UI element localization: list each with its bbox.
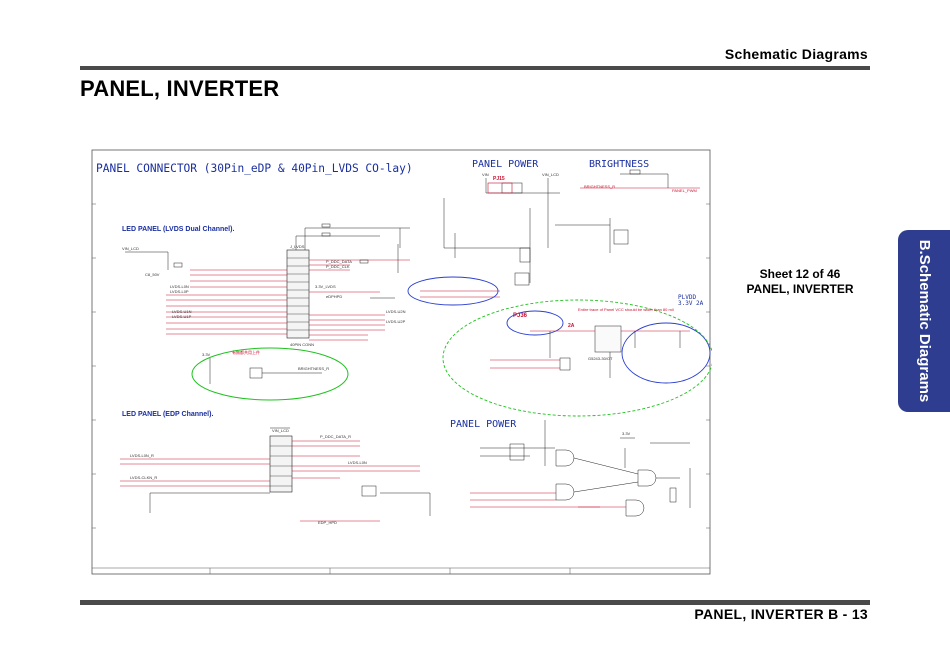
- label-vin-lcd: VIN_LCD: [542, 172, 559, 177]
- svg-text:VIN_LCD: VIN_LCD: [122, 246, 139, 251]
- svg-text:LVDS-L0P: LVDS-L0P: [170, 289, 189, 294]
- sheet-number: Sheet 12 of 46: [759, 267, 841, 281]
- svg-text:P_DDC_CLK: P_DDC_CLK: [326, 264, 350, 269]
- svg-text:3.3V: 3.3V: [202, 352, 211, 357]
- lvds-connector: [286, 249, 310, 339]
- label-regulator: G5243-30/OT: [588, 356, 613, 361]
- blue-oval-2: [506, 310, 564, 336]
- svg-text:J_LVDS: J_LVDS: [290, 244, 305, 249]
- label-pj15: PJ15: [493, 176, 505, 182]
- blue-oval-3: [621, 322, 711, 384]
- svg-text:LVDS-L0N: LVDS-L0N: [348, 460, 367, 465]
- panel-power-top: [443, 178, 560, 286]
- sheet-info: Sheet 12 of 46 PANEL, INVERTER: [730, 267, 870, 297]
- svg-text:LVDS-U1P: LVDS-U1P: [172, 314, 192, 319]
- label-3v3: 3.3V: [622, 431, 631, 436]
- label-2a: 2A: [568, 323, 575, 329]
- side-tab-label: B.Schematic Diagrams: [916, 239, 933, 403]
- lvds-right-lines: [368, 314, 385, 331]
- svg-text:VIN_LCD: VIN_LCD: [272, 428, 289, 433]
- svg-text:C8_50V: C8_50V: [145, 272, 160, 277]
- heading-edp: LED PANEL (EDP Channel).: [122, 411, 213, 418]
- page-title: PANEL, INVERTER: [80, 76, 280, 101]
- svg-text:LVDS-L0N: LVDS-L0N: [170, 284, 189, 289]
- svg-text:P_DDC_DATA: P_DDC_DATA: [326, 259, 352, 264]
- green-note-oval: [191, 347, 349, 401]
- svg-text:BRIGHTNESS_R: BRIGHTNESS_R: [298, 366, 329, 371]
- heading-panel-connector: PANEL CONNECTOR (30Pin_eDP & 40Pin_LVDS …: [96, 162, 413, 175]
- svg-text:40PIN CONN: 40PIN CONN: [290, 342, 314, 347]
- svg-text:LVDS-U2N: LVDS-U2N: [386, 309, 406, 314]
- label-plvdd: PLVDD: [678, 294, 696, 301]
- footer-rule: [80, 600, 870, 605]
- schematic-diagram: PANEL CONNECTOR (30Pin_eDP & 40Pin_LVDS …: [91, 149, 712, 575]
- svg-text:eDPHPD: eDPHPD: [326, 294, 342, 299]
- note-text-cn: 有無都共用上件: [232, 349, 260, 355]
- svg-text:LVDS-U1N: LVDS-U1N: [172, 309, 192, 314]
- lvds-component-traces: [125, 223, 410, 299]
- svg-text:EDP_HPD: EDP_HPD: [318, 520, 337, 525]
- svg-text:3.3V_LVDS: 3.3V_LVDS: [315, 284, 336, 289]
- blue-oval-1: [407, 276, 499, 306]
- side-tab: B.Schematic Diagrams: [898, 230, 950, 412]
- label-vin: VIN: [482, 172, 489, 177]
- schematic-frame: [91, 149, 711, 575]
- label-panel-pwm: PANEL_PWM: [672, 188, 697, 193]
- svg-text:LVDS-L0N_R: LVDS-L0N_R: [130, 453, 154, 458]
- label-brightness-pwm: BRIGHTNESS_R: [584, 184, 615, 189]
- footer-page-label: PANEL, INVERTER B - 13: [694, 606, 868, 622]
- label-trace-note: Entire trace of Panel VCC should be wide…: [578, 307, 674, 312]
- heading-panel-power-bottom: PANEL POWER: [450, 419, 517, 430]
- svg-text:P_DDC_DATA_R: P_DDC_DATA_R: [320, 434, 351, 439]
- edp-connector: [269, 435, 293, 493]
- label-plvdd-voltage: 3.3V 2A: [678, 300, 704, 307]
- section-header: Schematic Diagrams: [724, 46, 868, 62]
- svg-text:LVDS-U2P: LVDS-U2P: [386, 319, 406, 324]
- svg-text:LVDS-CLKN_R: LVDS-CLKN_R: [130, 475, 157, 480]
- green-dashed-region: [442, 299, 712, 417]
- heading-lvds-dual: LED PANEL (LVDS Dual Channel).: [122, 226, 234, 233]
- sheet-name: PANEL, INVERTER: [746, 282, 854, 296]
- heading-brightness: BRIGHTNESS: [589, 159, 649, 170]
- label-pj36: PJ36: [513, 313, 528, 319]
- brightness-circuit: [519, 169, 669, 263]
- edp-signal-lines: [120, 440, 420, 522]
- panel-power-bottom: [480, 420, 691, 517]
- lvds-signal-lines: [166, 259, 410, 341]
- header-rule: [80, 66, 870, 70]
- heading-panel-power-top: PANEL POWER: [472, 159, 539, 170]
